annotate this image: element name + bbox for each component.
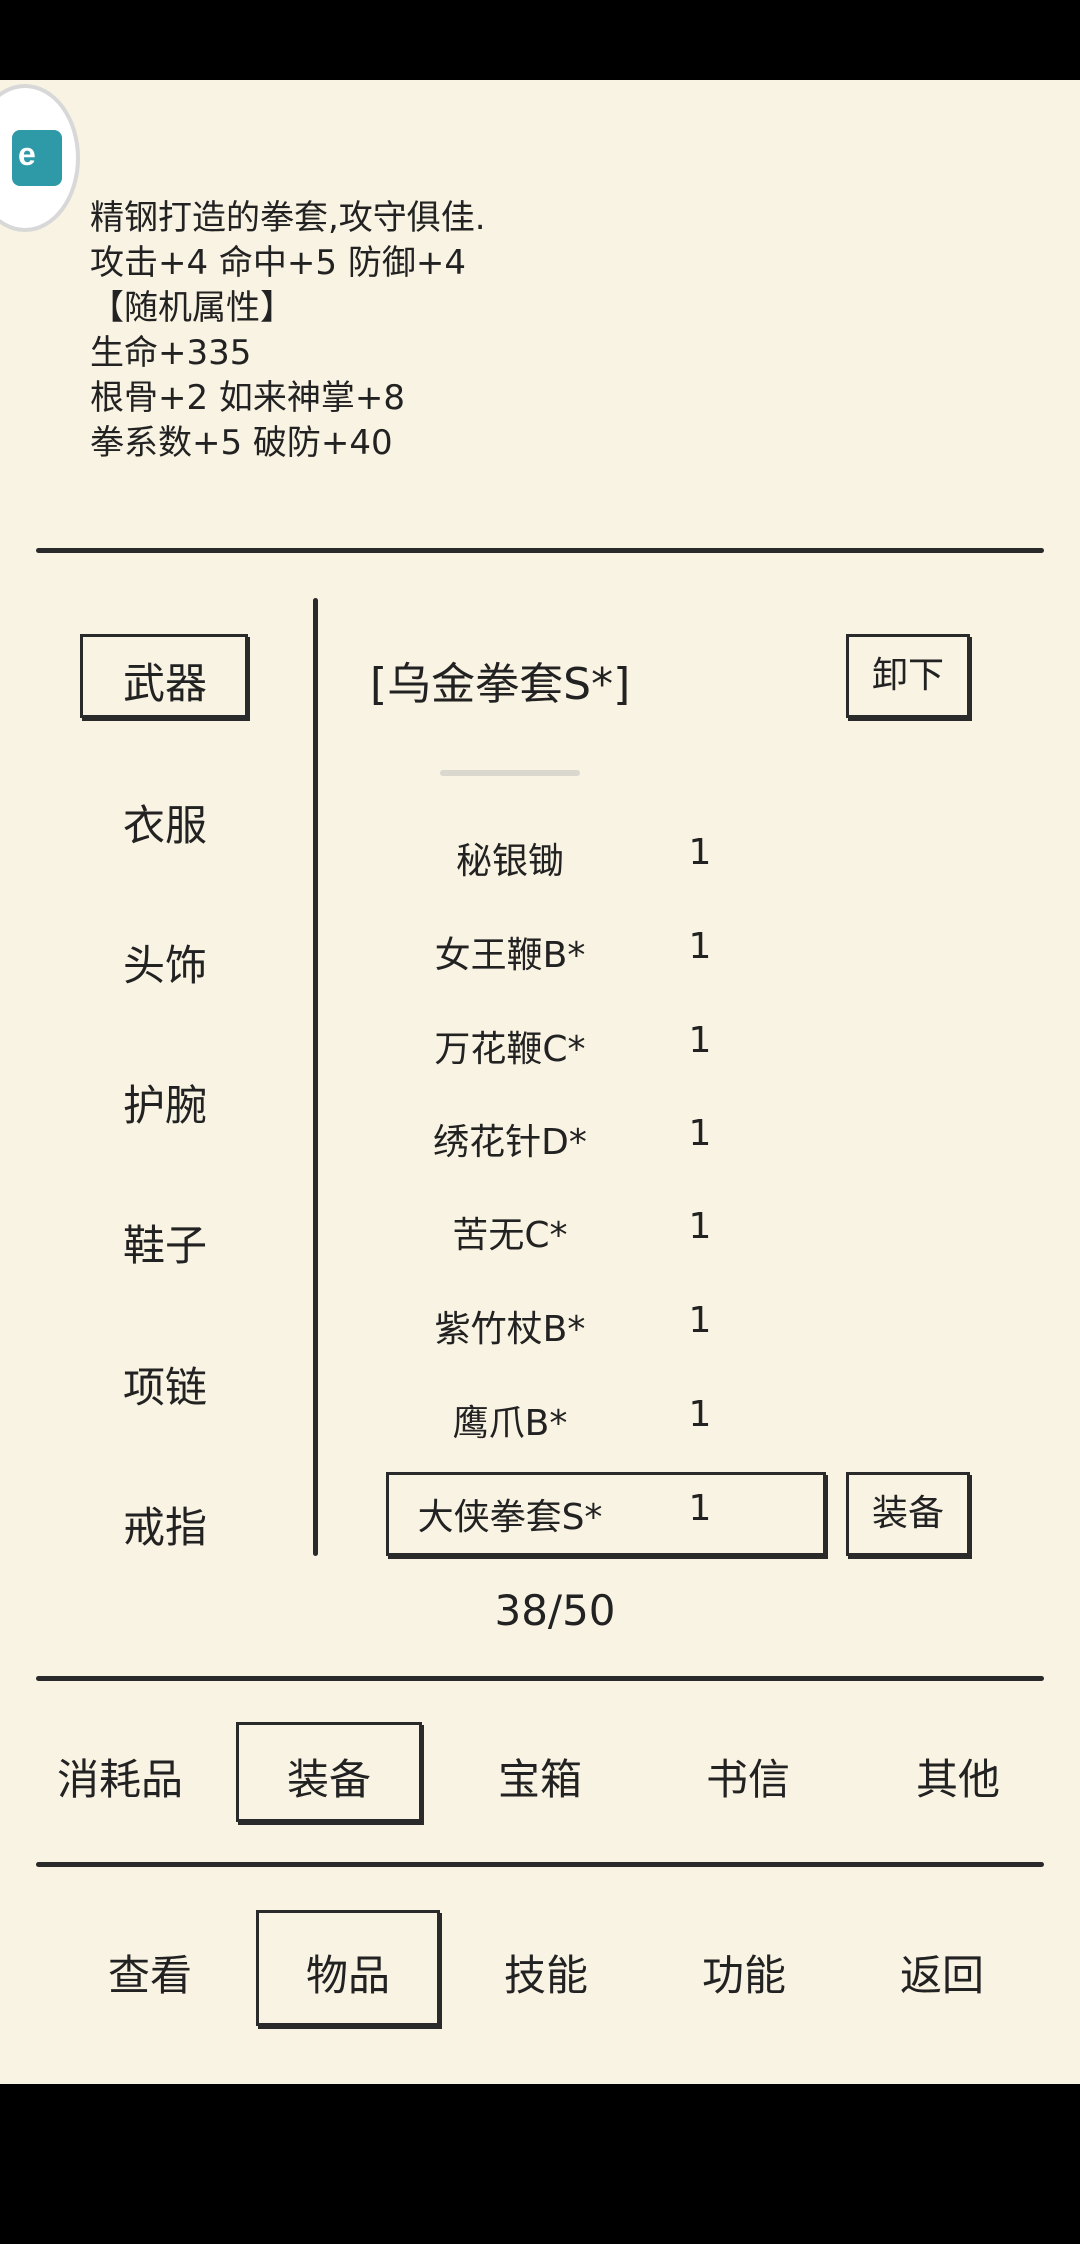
list-item-qty: 1 [688, 1206, 712, 1247]
tab-consumables[interactable]: 消耗品 [56, 1755, 183, 1804]
tab-equipment[interactable]: 装备 [286, 1755, 371, 1804]
list-item-name[interactable]: 绣花针D* [433, 1122, 587, 1163]
list-item-qty: 1 [688, 1300, 712, 1341]
nav-back[interactable]: 返回 [899, 1951, 984, 2000]
item-description: 精钢打造的拳套,攻守俱佳. 攻击+4 命中+5 防御+4 【随机属性】 生命+3… [90, 196, 486, 466]
tab-letters[interactable]: 书信 [705, 1755, 790, 1804]
category-shoes[interactable]: 鞋子 [122, 1221, 207, 1270]
inventory-capacity: 38/50 [494, 1586, 616, 1635]
category-clothes[interactable]: 衣服 [122, 801, 207, 850]
description-line: 生命+335 [90, 333, 252, 373]
list-item-name[interactable]: 秘银锄 [455, 841, 564, 882]
nav-view[interactable]: 查看 [107, 1951, 192, 2000]
floating-assistant-icon[interactable]: e [0, 84, 80, 232]
selected-list-item[interactable] [386, 1472, 826, 1556]
list-item-name[interactable]: 紫竹杖B* [434, 1309, 586, 1350]
list-item-qty: 1 [688, 1394, 712, 1435]
tab-other[interactable]: 其他 [915, 1755, 1000, 1804]
list-item-qty: 1 [688, 1488, 712, 1529]
description-line: 攻击+4 命中+5 防御+4 [90, 243, 466, 283]
equip-label: 装备 [871, 1493, 944, 1534]
column-divider [313, 598, 318, 1556]
list-item-qty: 1 [688, 926, 712, 967]
assistant-logo-letter: e [18, 136, 36, 172]
list-item-name[interactable]: 万花鞭C* [434, 1029, 586, 1070]
list-item-qty: 1 [688, 1113, 712, 1154]
game-screen: e 精钢打造的拳套,攻守俱佳. 攻击+4 命中+5 防御+4 【随机属性】 生命… [0, 80, 1080, 2084]
nav-skills[interactable]: 技能 [503, 1951, 588, 2000]
description-line: 根骨+2 如来神掌+8 [90, 378, 406, 418]
description-line: 【随机属性】 [90, 288, 294, 328]
category-bracers[interactable]: 护腕 [122, 1081, 207, 1130]
unequip-label: 卸下 [871, 655, 944, 696]
nav-functions[interactable]: 功能 [701, 1951, 786, 2000]
category-selected-frame [80, 634, 248, 718]
divider [36, 548, 1044, 553]
equip-button[interactable]: 装备 [846, 1472, 970, 1556]
category-ring[interactable]: 戒指 [122, 1503, 207, 1552]
divider [36, 1862, 1044, 1867]
category-necklace[interactable]: 项链 [122, 1363, 207, 1412]
equipped-item-name: [乌金拳套S*] [370, 659, 631, 710]
category-headwear[interactable]: 头饰 [122, 941, 207, 990]
list-item-name[interactable]: 苦无C* [452, 1215, 568, 1256]
item-tab-selected-frame [236, 1722, 422, 1822]
scroll-fade [440, 770, 580, 776]
list-item-qty: 1 [688, 1020, 712, 1061]
unequip-button[interactable]: 卸下 [846, 634, 970, 718]
list-item-qty: 1 [688, 832, 712, 873]
tab-chests[interactable]: 宝箱 [497, 1755, 582, 1804]
description-line: 拳系数+5 破防+40 [90, 423, 393, 463]
list-item-name[interactable]: 女王鞭B* [434, 935, 586, 976]
divider [36, 1676, 1044, 1681]
category-weapon[interactable]: 武器 [122, 659, 207, 708]
nav-selected-frame [256, 1910, 440, 2026]
description-line: 精钢打造的拳套,攻守俱佳. [90, 198, 486, 238]
list-item-name[interactable]: 鹰爪B* [452, 1403, 568, 1444]
list-item-name[interactable]: 大侠拳套S* [417, 1497, 603, 1538]
nav-items[interactable]: 物品 [305, 1951, 390, 2000]
